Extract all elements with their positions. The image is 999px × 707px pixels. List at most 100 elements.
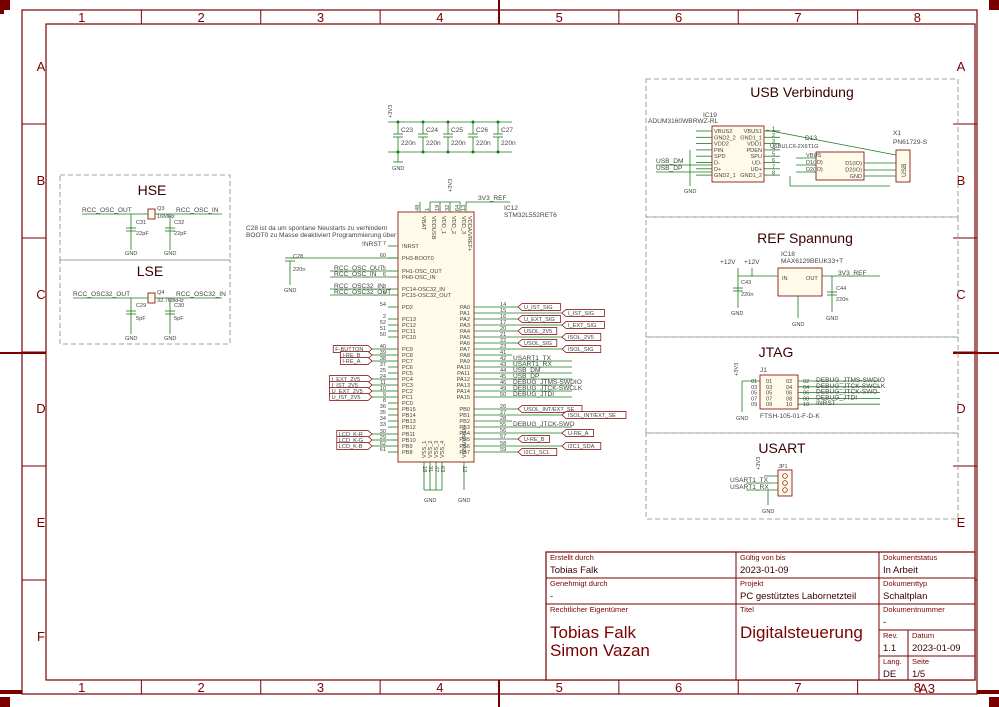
- mcu-net-label: U_EXT_2V5: [332, 389, 363, 395]
- net-flag: [340, 357, 373, 365]
- tb-page-val: 1/5: [912, 669, 925, 680]
- zone-row-right-E: E: [957, 515, 966, 530]
- mcu-pin-name: PC13: [402, 317, 416, 323]
- tb-rev-key: Rev.: [883, 631, 898, 640]
- ref-section: REF Spannung IC18 MAX6129BEUK33+T IN OUT…: [645, 216, 959, 338]
- usb-tvs-part: USBULC6-2X6T1G: [770, 144, 819, 150]
- net-flag: [561, 309, 605, 317]
- usb-iso-part: ADUM3160WBRWZ-RL: [648, 118, 719, 125]
- mcu-top-pin: VDD_3: [460, 216, 466, 234]
- net-flag: [517, 435, 550, 443]
- mcu-pin-name: PC12: [402, 323, 416, 329]
- mcu-net-label: DEBUG_JTDI: [513, 391, 554, 398]
- decoupling-3v3-label: +3V3: [388, 105, 394, 118]
- mcu-bottom-num: 18: [421, 466, 427, 472]
- mcu-pin-num: 5: [383, 266, 386, 272]
- ref-cout-val: 220n: [836, 297, 848, 303]
- ref-gnd-2: GND: [826, 316, 838, 322]
- mcu-bottom-num: 63: [439, 466, 445, 472]
- iso-pin-right: PDEN: [746, 148, 762, 154]
- mcu-pin-name: PH1-OSC_OUT: [402, 269, 442, 275]
- mcu-pin-num: 61: [380, 447, 386, 453]
- hse-section: HSE RCC_OSC_OUT RCC_OSC_IN Q3 16MHz C31 …: [59, 174, 231, 261]
- decap-val: 220n: [451, 140, 466, 147]
- mcu-pin-name: PA8: [460, 353, 470, 359]
- zone-row-left-B: B: [37, 173, 46, 188]
- zone-row-right-C: C: [956, 287, 965, 302]
- hse-crystal-freq: 16MHz: [157, 214, 175, 220]
- mcu-net-label: LCD_K-B: [339, 444, 363, 450]
- mcu-pin-num: 51: [380, 326, 386, 332]
- tb-project-val: PC gestütztes Labornetzteil: [740, 591, 856, 602]
- mcu-pin-name: PA1: [460, 311, 470, 317]
- zone-row-right-B: B: [957, 173, 966, 188]
- tvs-pin-left: VBUS: [806, 153, 822, 159]
- zone-col-bottom-7: 7: [794, 680, 801, 695]
- jtag-pin-inner-odd: 01: [766, 379, 772, 385]
- usb-section: USB Verbindung IC19 ADUM3160WBRWZ-RL VBU…: [645, 78, 959, 218]
- mcu-pin-num: 35: [380, 410, 386, 416]
- hse-net-out: RCC_OSC_OUT: [82, 207, 132, 214]
- mcu-top-pin: VDD_2: [450, 216, 456, 234]
- iso-pin-left: GND2_2: [714, 135, 736, 141]
- usart-section: USART JP1 +3V3 USART1_TX USART1_RX GND: [645, 432, 959, 520]
- mcu-net-label: ISOL_2V5: [568, 335, 594, 341]
- mcu-pin-name: PA2: [460, 317, 470, 323]
- zone-col-top-2: 2: [197, 10, 204, 25]
- mcu-pin-name: PA12: [457, 377, 470, 383]
- tb-size: A3: [919, 681, 935, 696]
- mcu-pin-num: 17: [500, 320, 506, 326]
- mcu-pin-name: PA0: [460, 305, 470, 311]
- iso-pin-right: GND1_2: [740, 173, 762, 179]
- zone-row-left-D: D: [36, 401, 45, 416]
- jtag-3v3: +3V3: [734, 363, 740, 376]
- tb-approved-key: Genehmigt durch: [550, 579, 608, 588]
- mcu-pin-num: 57: [500, 434, 506, 440]
- hse-net-in: RCC_OSC_IN: [176, 207, 219, 214]
- tb-status-val: In Arbeit: [883, 565, 918, 576]
- lse-gnd-1: GND: [125, 336, 137, 342]
- iso-pin-right: VBUS1: [744, 129, 762, 135]
- tb-valid-val: 2023-01-09: [740, 565, 789, 576]
- mcu-pin-name: PH3-BOOT0: [402, 256, 434, 262]
- mcu-pin-num: 27: [500, 410, 506, 416]
- jtag-title: JTAG: [759, 344, 794, 360]
- mcu-net-label: ISOL_SIG: [568, 347, 594, 353]
- mcu-pin-name: PC8: [402, 353, 413, 359]
- boot-note-line2: BOOT0 zu Masse deaktiviert Programmierun…: [246, 232, 412, 239]
- hse-c1-ref: C31: [136, 220, 146, 226]
- mcu-net-label: I-RE_A: [342, 359, 360, 365]
- decap-ref: C24: [426, 127, 438, 134]
- zone-row-right-D: D: [956, 401, 965, 416]
- lse-section: LSE RCC_OSC32_OUT RCC_OSC32_IN Q4 32.768…: [59, 259, 231, 345]
- iso-pin-num: 5: [772, 152, 775, 158]
- mcu-net-label: I_IST_SIG: [568, 311, 594, 317]
- mcu-pin-num: 9: [383, 392, 386, 398]
- mcu-pin-num: 43: [500, 362, 506, 368]
- decap-val: 220n: [476, 140, 491, 147]
- hse-title: HSE: [138, 182, 167, 198]
- net-flag: [332, 345, 373, 353]
- mcu-net-label: USB_DP: [513, 373, 540, 380]
- mcu-pin-name: PC14-OSC32_IN: [402, 287, 445, 293]
- mcu-pin-name: PA11: [457, 371, 470, 377]
- zone-col-bottom-5: 5: [556, 680, 563, 695]
- mcu-pin-num: 41: [500, 350, 506, 356]
- mcu-pin-num: 10: [380, 386, 386, 392]
- mcu-pin-name: PA3: [460, 323, 470, 329]
- iso-pin-num: 7: [772, 164, 775, 170]
- net-flag: [517, 339, 558, 347]
- jtag-net: DEBUG_JTCK-SWCLK: [816, 383, 886, 390]
- mcu-pin-name: PC0: [402, 401, 413, 407]
- iso-pin-left: GND2_1: [714, 173, 736, 179]
- ref-ic-part: MAX6129BEUK33+T: [781, 258, 843, 265]
- usb-net-dp: USB_DP: [656, 165, 683, 172]
- decoupling-block: +3V3 C23220nC24220nC25220nC26220nC27220n…: [388, 105, 516, 172]
- tb-lang-key: Lang.: [883, 657, 902, 666]
- mcu-pin-name: PB7: [459, 450, 470, 456]
- ref-12v-a: +12V: [720, 259, 736, 266]
- zone-col-top-3: 3: [317, 10, 324, 25]
- net-flag: [517, 303, 561, 311]
- mcu-pin-num: 28: [500, 416, 506, 422]
- zone-row-right-A: A: [957, 59, 966, 74]
